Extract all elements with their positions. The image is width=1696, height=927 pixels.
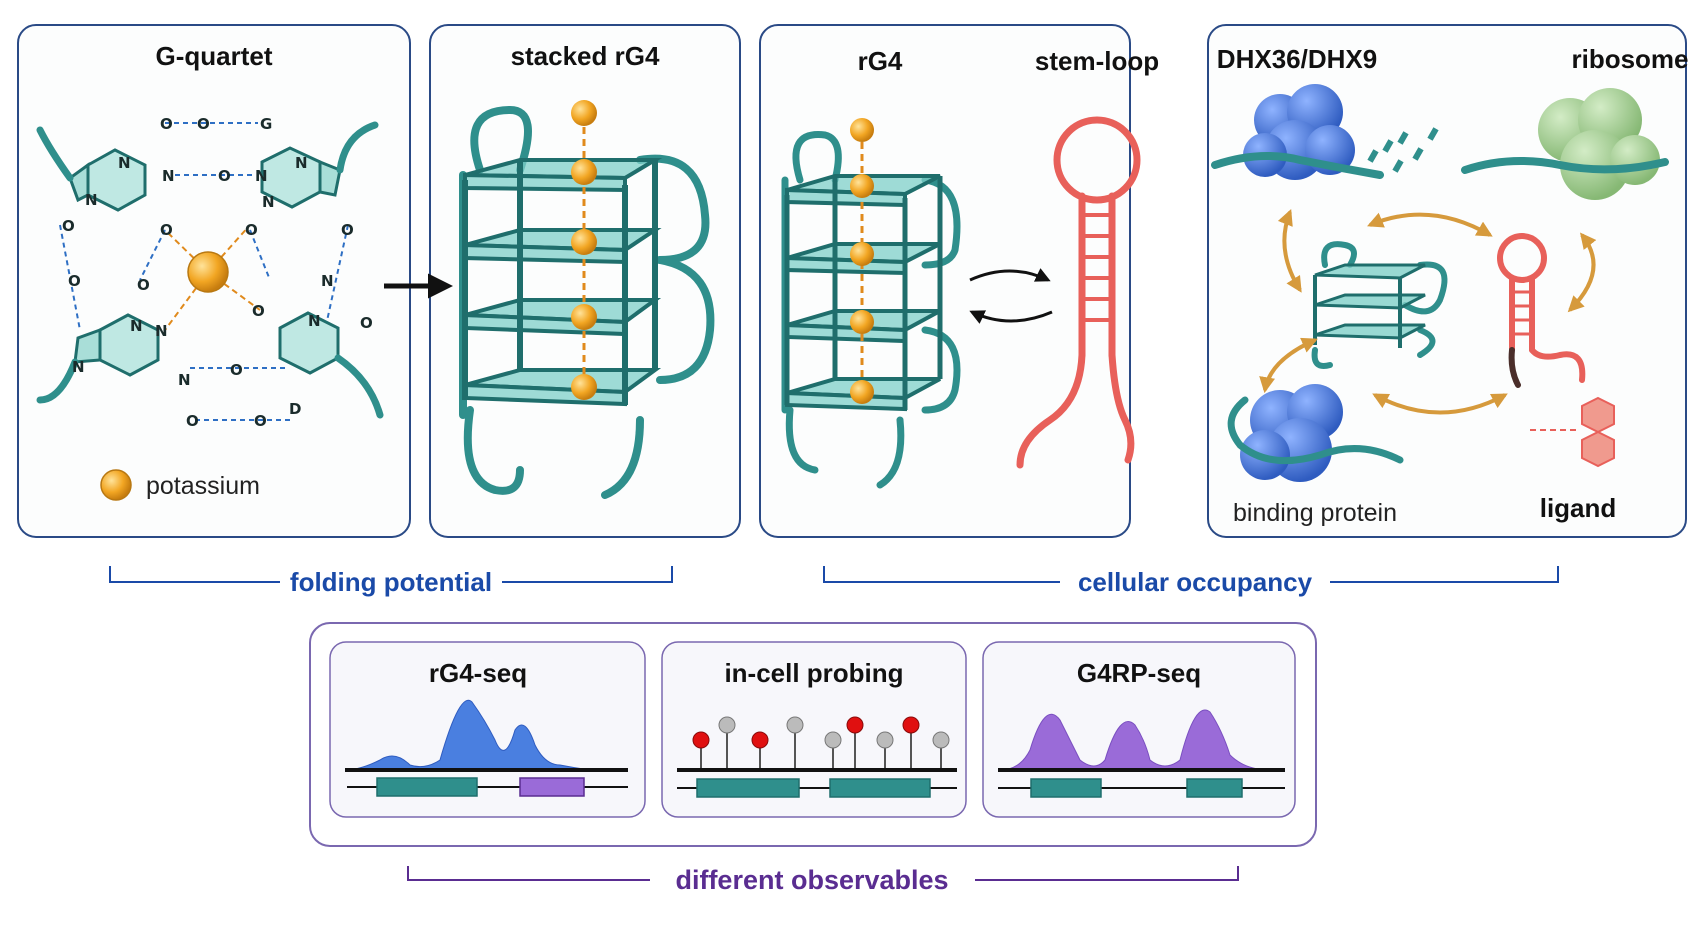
helicase-label: DHX36/DHX9 — [1217, 44, 1377, 74]
binding-protein-label: binding protein — [1233, 499, 1397, 527]
guanine-bottom-left — [36, 313, 160, 404]
stem-loop-structure — [1016, 116, 1141, 469]
potassium-ion — [571, 100, 597, 126]
method-rg4-seq: rG4-seq — [329, 641, 646, 818]
atom-label: O — [186, 412, 199, 430]
atom-label: N — [155, 322, 168, 340]
potassium-ion — [850, 118, 874, 142]
atom-label: O — [68, 272, 81, 290]
atom-label: N — [262, 193, 275, 211]
stem-loop-title: stem-loop — [1035, 46, 1159, 76]
atom-label: O — [245, 221, 258, 239]
atom-label: O — [160, 115, 173, 133]
atom-label: O — [360, 314, 373, 332]
potassium-ion — [571, 304, 597, 330]
ribosome-label: ribosome — [1571, 44, 1688, 74]
panel-equilibrium-frame — [759, 24, 1131, 538]
ligand-label: ligand — [1540, 493, 1617, 523]
stacked-rg4-title: stacked rG4 — [511, 41, 660, 71]
atom-label: O — [341, 221, 354, 239]
folding-bracket — [109, 566, 673, 583]
atom-label: N — [118, 154, 131, 172]
atom-label: N — [295, 154, 308, 172]
atom-label: D — [289, 400, 301, 418]
cellular-bracket — [823, 566, 1559, 583]
atom-label: N — [130, 317, 143, 335]
rg4-title: rG4 — [858, 46, 903, 76]
helicase-protein — [1211, 84, 1439, 180]
potassium-ion — [850, 174, 874, 198]
guanine-bottom-right — [278, 311, 384, 419]
potassium-ion — [187, 251, 229, 293]
atom-label: N — [321, 272, 334, 290]
binding-protein — [1227, 384, 1404, 482]
atom-label: N — [178, 371, 191, 389]
potassium-ion — [850, 310, 874, 334]
atom-label: G — [260, 115, 272, 133]
small-stem-loop — [1497, 233, 1586, 388]
atom-label: N — [308, 312, 321, 330]
method-title: in-cell probing — [724, 658, 903, 688]
guanine-top-right — [260, 121, 379, 209]
atom-label: N — [72, 358, 85, 376]
cellular-occupancy-label: cellular occupancy — [1078, 567, 1313, 597]
atom-label: N — [85, 191, 98, 209]
equilibrium-arrows — [969, 268, 1053, 324]
ligand-icon — [1530, 396, 1615, 468]
rg4-structure — [781, 118, 961, 489]
occupancy-arrows — [1259, 209, 1597, 415]
method-in-cell-probing: in-cell probing — [661, 641, 967, 818]
potassium-ion — [850, 380, 874, 404]
stacked-rg4-structure — [459, 100, 715, 499]
signal-track — [344, 699, 591, 771]
observables-bracket — [407, 866, 1239, 881]
atom-label: O — [230, 361, 243, 379]
small-rg4 — [1311, 241, 1448, 369]
method-title: rG4-seq — [429, 658, 527, 688]
potassium-legend-icon — [100, 469, 132, 501]
g-quartet-title: G-quartet — [156, 41, 273, 71]
ribosome — [1461, 88, 1669, 200]
potassium-ion — [571, 159, 597, 185]
method-g4rp-seq: G4RP-seq — [982, 641, 1296, 818]
signal-track — [999, 709, 1271, 771]
method-title: G4RP-seq — [1077, 658, 1201, 688]
guanine-top-left — [36, 126, 147, 212]
atom-label: N — [255, 167, 268, 185]
atom-label: O — [218, 167, 231, 185]
g-quartet-structure: O O G N N O N N N N O O O O O N N O N N … — [36, 115, 384, 430]
potassium-legend-label: potassium — [146, 472, 260, 500]
atom-label: O — [160, 221, 173, 239]
atom-label: O — [62, 217, 75, 235]
atom-label: O — [197, 115, 210, 133]
atom-label: O — [252, 302, 265, 320]
different-observables-label: different observables — [675, 865, 948, 895]
atom-label: N — [162, 167, 175, 185]
atom-label: O — [137, 276, 150, 294]
potassium-ion — [850, 242, 874, 266]
potassium-ion — [571, 374, 597, 400]
potassium-ion — [571, 229, 597, 255]
atom-label: O — [254, 412, 267, 430]
folding-potential-label: folding potential — [290, 567, 492, 597]
